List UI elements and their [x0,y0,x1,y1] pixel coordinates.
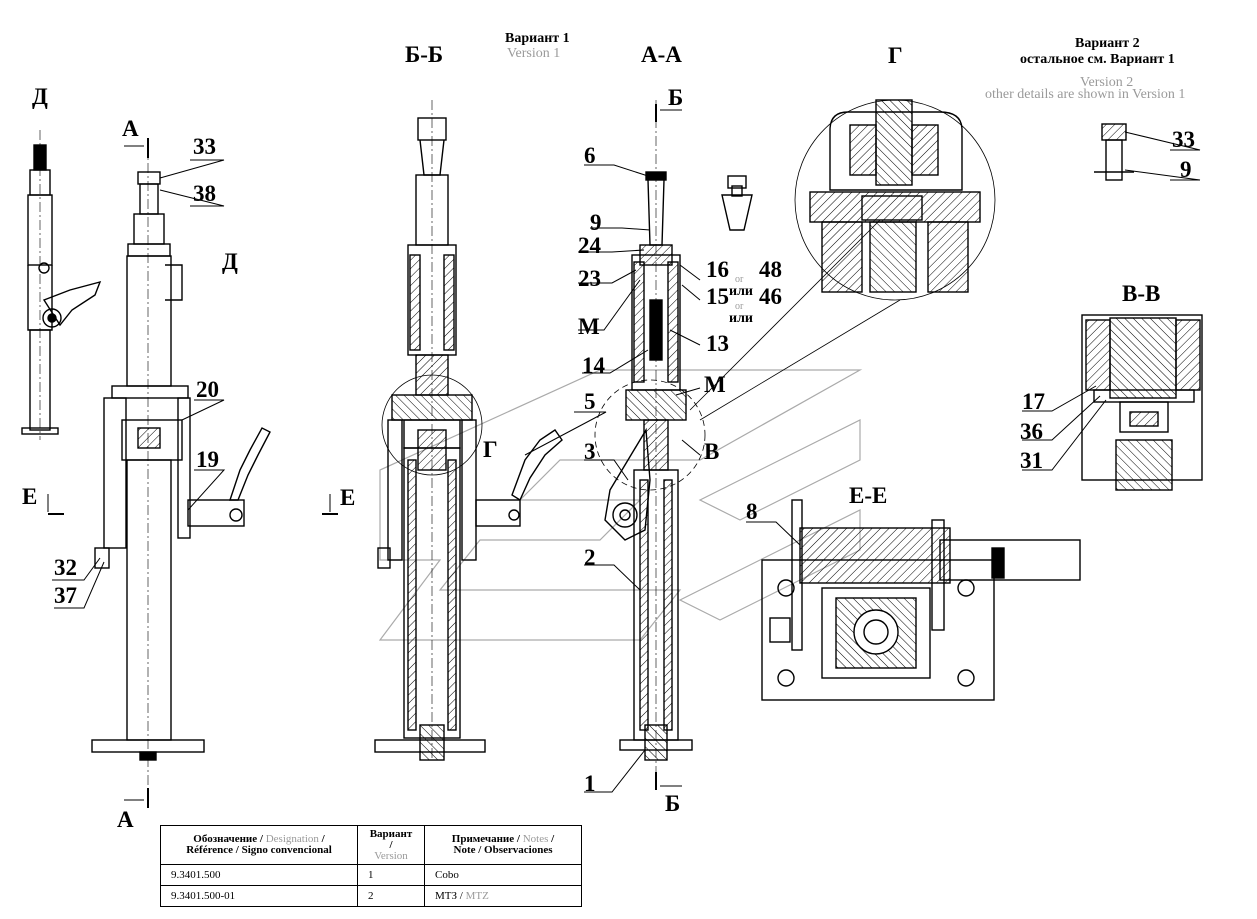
row-1-version: 1 [357,864,425,886]
variant1-title: Вариант 1 [505,31,570,46]
cut-markers [47,104,682,808]
part-15-or-46: 15 or или 46 [706,284,782,326]
marker-a-top: А [122,116,139,141]
part-9-v2: 9 [1180,157,1192,182]
part-9: 9 [590,210,602,235]
view-d [21,130,102,440]
table-row: 9.3401.500-01 2 МТЗ / MTZ [160,885,582,907]
variant1-title-en: Version 1 [507,46,561,61]
section-title-bb: Б-Б [405,42,444,67]
variant2-note: остальное см. Вариант 1 [1020,52,1175,67]
variant2-title-en: Version 2 [1080,75,1134,90]
view-title-d: Д [32,84,48,109]
part-17: 17 [1022,389,1045,414]
pin-detail [721,175,753,231]
marker-b-bottom: Б [665,791,681,816]
row-1-designation: 9.3401.500 [160,864,358,886]
or-en-2: or [735,301,744,312]
section-title-ee: Е-Е [849,483,888,508]
part-20: 20 [196,377,219,402]
part-16-or-48: 16 or или 48 [706,257,782,299]
front-view [91,145,271,790]
part-31: 31 [1020,448,1043,473]
row-2-note: МТЗ / MTZ [424,885,582,907]
marker-g: Г [483,437,498,462]
part-24: 24 [578,233,601,258]
row-1-note: Cobo [424,864,582,886]
part-8: 8 [746,499,758,524]
table-header-row: Обозначение / Designation / Référence / … [160,825,582,865]
part-46: 46 [759,284,782,309]
marker-b-top: Б [668,85,684,110]
row-2-version: 2 [357,885,425,907]
marker-d: Д [222,249,238,274]
section-title-vv: В-В [1122,281,1161,306]
part-23: 23 [578,266,601,291]
part-3: 3 [584,439,596,464]
part-2: 2 [584,545,596,570]
variant-table: Обозначение / Designation / Référence / … [160,825,582,907]
part-1: 1 [584,771,596,796]
marker-a-bottom: А [117,807,134,832]
table-row: 9.3401.500 1 Cobo [160,864,582,886]
section-aa [594,100,706,780]
header-version: Вариант / Version [357,825,425,865]
section-ee [761,499,1081,701]
marker-m-2: М [704,372,726,397]
part-48: 48 [759,257,782,282]
marker-e-left: Е [22,484,38,509]
section-vv [1081,314,1203,491]
marker-e-mid: Е [340,485,356,510]
ili-2: или [729,311,753,326]
section-title-g: Г [888,43,903,68]
part-33: 33 [193,134,216,159]
marker-m-1: М [578,314,600,339]
part-15: 15 [706,284,729,309]
part-19: 19 [196,447,219,472]
part-38: 38 [193,181,216,206]
ili-1: или [729,284,753,299]
header-notes: Примечание / Notes / Note / Observacione… [424,825,582,865]
part-32: 32 [54,555,77,580]
part-16: 16 [706,257,729,282]
or-en-1: or [735,274,744,285]
section-bb [374,100,563,761]
marker-v: В [704,439,720,464]
part-5: 5 [584,389,596,414]
part-13: 13 [706,331,729,356]
variant2-note-en: other details are shown in Version 1 [985,87,1186,102]
part-14: 14 [582,353,605,378]
variant2-title: Вариант 2 [1075,36,1140,51]
header-designation: Обозначение / Designation / Référence / … [160,825,358,865]
part-33-v2: 33 [1172,127,1195,152]
part-37: 37 [54,583,77,608]
part-36: 36 [1020,419,1043,444]
part-6: 6 [584,143,596,168]
section-title-aa: А-А [641,42,682,67]
view-g [794,99,996,301]
part-leaders [52,131,1201,793]
row-2-designation: 9.3401.500-01 [160,885,358,907]
